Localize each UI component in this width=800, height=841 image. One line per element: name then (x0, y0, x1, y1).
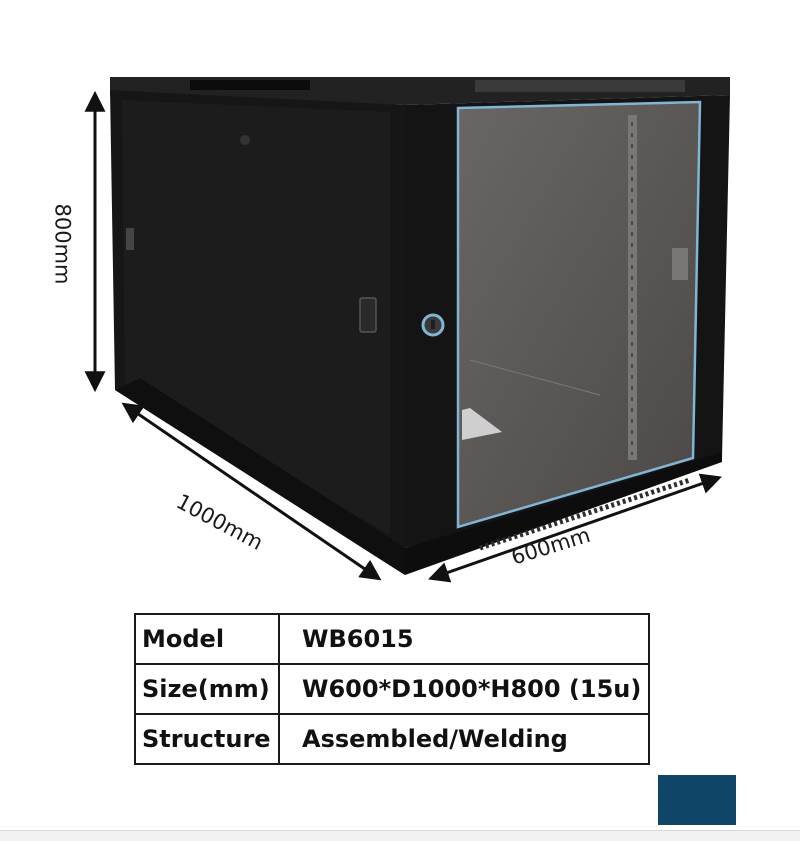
color-swatch (658, 775, 736, 825)
spec-row-structure: Structure Assembled/Welding (134, 713, 650, 765)
spec-table: Model WB6015 Size(mm) W600*D1000*H800 (1… (134, 613, 650, 765)
glass-reflection (469, 359, 601, 396)
top-back-vent (190, 80, 310, 90)
cabinet-illustration (84, 77, 730, 583)
spec-key: Structure (134, 713, 280, 765)
shelf-perforated (462, 408, 502, 440)
spec-value: Assembled/Welding (278, 713, 650, 765)
height-label: 800mm (50, 203, 75, 285)
door-hinge-slot (672, 248, 688, 280)
spec-key: Size(mm) (134, 663, 280, 715)
footer-bar (0, 830, 800, 841)
spec-row-model: Model WB6015 (134, 613, 650, 665)
width-arrow (428, 473, 722, 583)
side-latch-right (359, 297, 377, 333)
side-lock-icon (240, 135, 250, 145)
spec-row-size: Size(mm) W600*D1000*H800 (15u) (134, 663, 650, 715)
top-vent (475, 80, 685, 92)
spec-value: WB6015 (278, 613, 650, 665)
spec-value: W600*D1000*H800 (15u) (278, 663, 650, 715)
spec-key: Model (134, 613, 280, 665)
side-latch-left (126, 228, 134, 250)
depth-arrow (121, 402, 382, 581)
lock-keyhole (431, 320, 435, 329)
glass-door (456, 100, 702, 529)
